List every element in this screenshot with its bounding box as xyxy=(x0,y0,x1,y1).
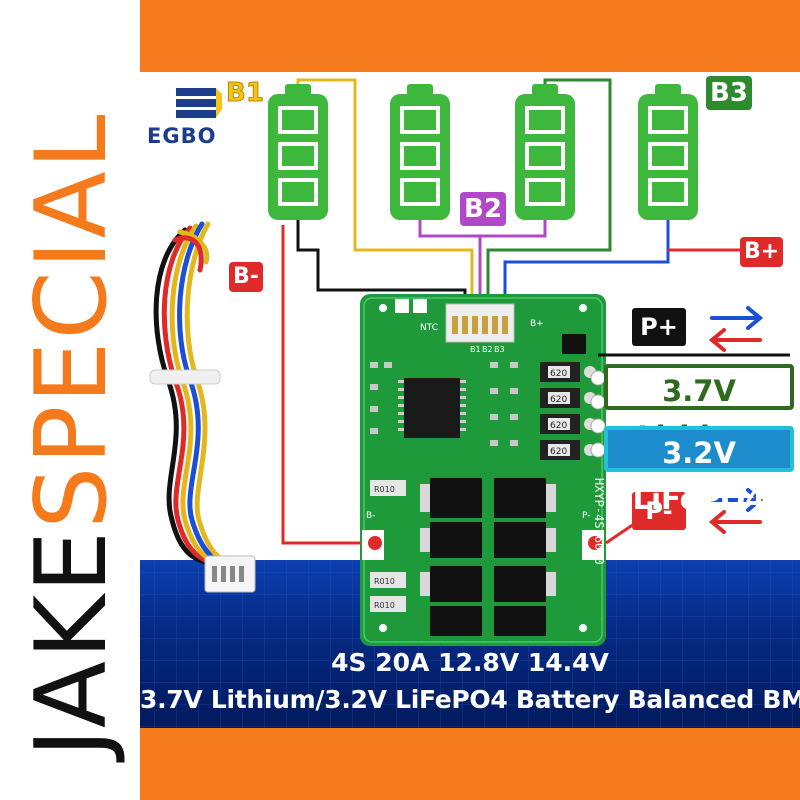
label-3v2-lifepo4: 3.2V LiFePO4 xyxy=(604,426,794,516)
board-ntc-label: NTC xyxy=(420,323,438,333)
battery-cell-3 xyxy=(515,84,575,220)
wire-blue xyxy=(503,200,670,306)
logo-text: EGBO xyxy=(147,124,217,148)
caption-product-line: 3.7V Lithium/3.2V LiFePO4 Battery Balanc… xyxy=(140,685,800,714)
tag-b-plus: B+ xyxy=(740,237,784,267)
badge-p-minus: P- xyxy=(632,492,686,530)
tag-b-minus: B- xyxy=(229,262,263,292)
resistor-label-3: R010 xyxy=(374,601,395,610)
pad-label-pminus: P- xyxy=(582,511,590,521)
wire-yellow xyxy=(296,78,474,306)
wire-green xyxy=(486,78,612,306)
wire-bminus-red xyxy=(281,225,375,545)
egbo-logo: EGBO xyxy=(147,88,257,148)
tag-b1: B1 xyxy=(222,76,268,110)
cable-tie xyxy=(149,369,221,385)
resistor-label-2: R010 xyxy=(374,577,395,586)
pad-label-bminus: B- xyxy=(366,511,375,521)
component-label-1: 620 xyxy=(550,369,567,379)
charge-arrows-pminus xyxy=(708,488,764,534)
harness-connector-pins xyxy=(212,566,244,582)
resistor-label-1: R010 xyxy=(374,485,395,494)
battery-cell-2 xyxy=(390,84,450,220)
wire-black xyxy=(296,200,467,306)
battery-cell-4 xyxy=(638,84,698,220)
charge-arrows-pplus xyxy=(708,306,764,352)
pin-label-b2: B2 xyxy=(482,345,493,354)
pin-label-b1: B1 xyxy=(470,345,481,354)
label-3v7-lithium: 3.7V Lithium xyxy=(604,364,794,454)
tag-b2: B2 xyxy=(460,192,506,226)
wire-harness xyxy=(153,221,238,572)
bms-board xyxy=(360,294,606,646)
battery-cell-1 xyxy=(268,84,328,220)
component-label-4: 620 xyxy=(550,447,567,457)
tag-b3: B3 xyxy=(706,76,752,110)
component-label-3: 620 xyxy=(550,421,567,431)
pin-label-b3: B3 xyxy=(494,345,505,354)
badge-p-plus: P+ xyxy=(632,308,686,346)
component-label-2: 620 xyxy=(550,395,567,405)
pad-label-bplus: B+ xyxy=(530,319,544,329)
brand-side-strip xyxy=(0,0,140,800)
board-model-label: HXYP-4S-6040 xyxy=(592,478,606,565)
battery-cells xyxy=(268,84,698,220)
caption-spec-line: 4S 20A 12.8V 14.4V xyxy=(331,648,609,677)
